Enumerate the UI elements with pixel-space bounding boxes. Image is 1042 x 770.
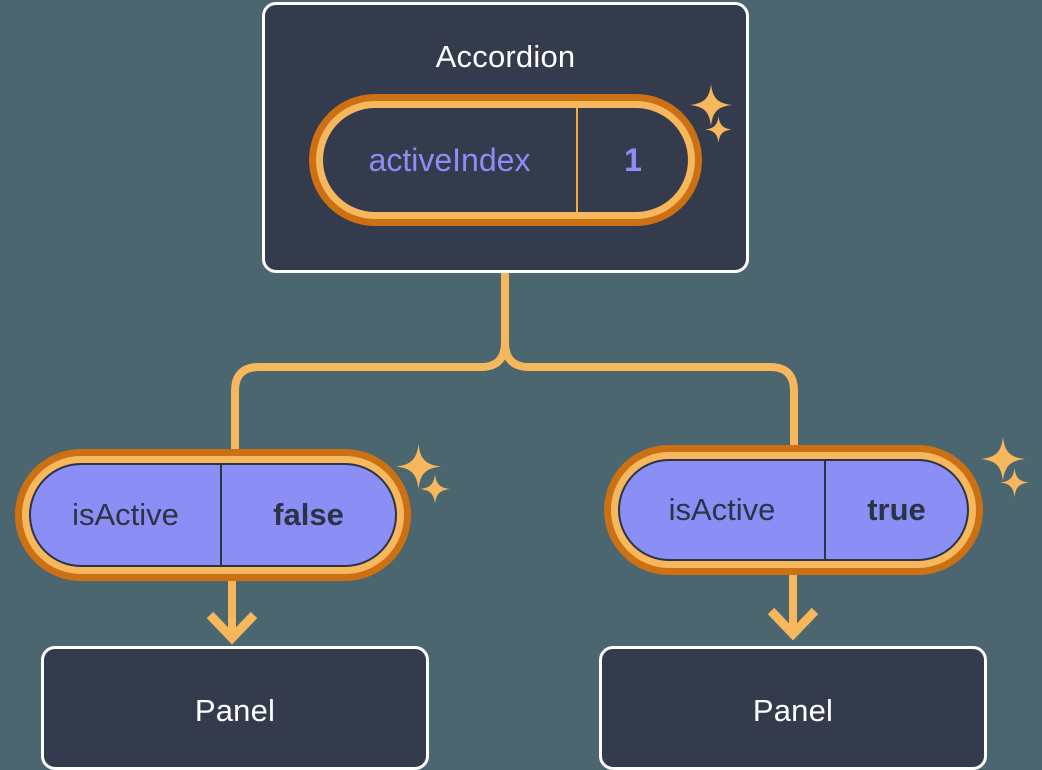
state-pill-is-active-right[interactable]: isActive true: [611, 452, 976, 568]
component-box-panel-left[interactable]: Panel: [41, 646, 429, 770]
state-pill-inner: isActive false: [29, 463, 397, 567]
state-pill-inner: isActive true: [618, 459, 969, 561]
state-pill-key: isActive: [620, 461, 826, 559]
component-box-panel-right[interactable]: Panel: [599, 646, 987, 770]
state-pill-active-index[interactable]: activeIndex 1: [316, 101, 695, 219]
state-pill-inner: activeIndex 1: [323, 108, 688, 212]
state-pill-value: 1: [624, 141, 642, 178]
component-title-panel-left: Panel: [194, 693, 276, 728]
arrowhead-right: [767, 607, 819, 641]
state-pill-is-active-left[interactable]: isActive false: [22, 456, 404, 574]
connector-branch-right: [501, 341, 798, 458]
state-pill-key: isActive: [31, 465, 222, 565]
arrowhead-left: [206, 611, 258, 645]
connector-branch-left: [231, 341, 509, 460]
component-title-panel-right: Panel: [752, 693, 834, 728]
state-pill-value: true: [867, 492, 926, 527]
state-pill-key: activeIndex: [323, 108, 578, 212]
component-title-accordion: Accordion: [435, 39, 576, 74]
state-pill-value: false: [273, 497, 344, 532]
